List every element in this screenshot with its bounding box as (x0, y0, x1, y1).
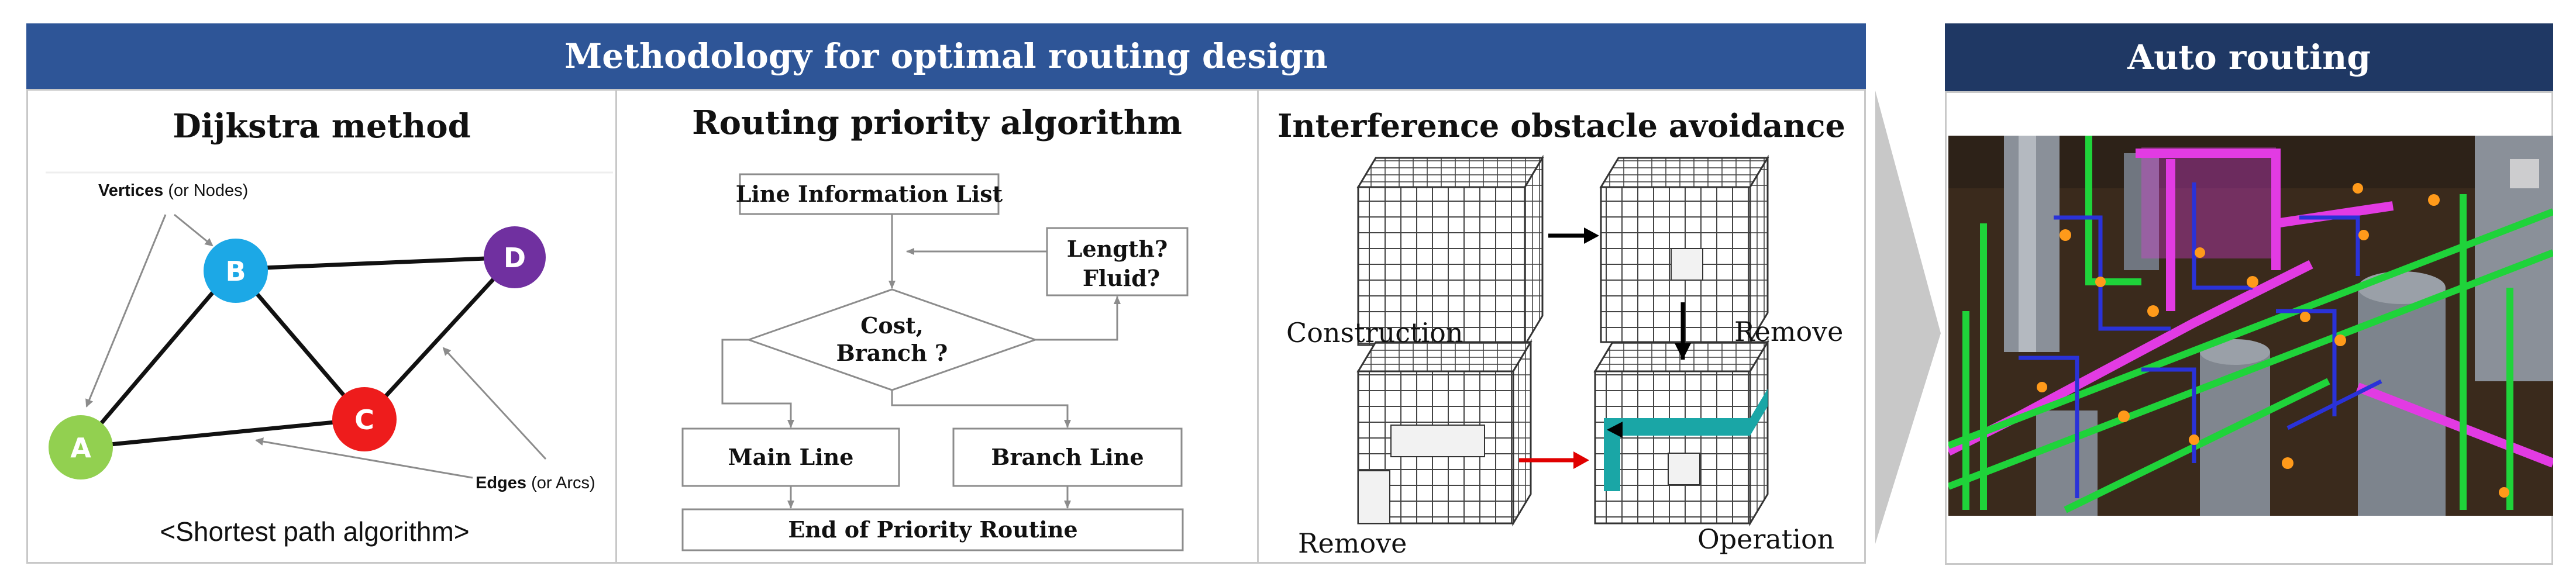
dijkstra-title: Dijkstra method (173, 107, 471, 146)
auto-routing-banner: Auto routing (1945, 23, 2553, 91)
dijkstra-panel: Dijkstra method A B C D Vertices (or Nod… (26, 89, 617, 564)
voxel-cubes: Construction Remove Remove Operation (1286, 154, 1843, 559)
line-info-label: Line Information List (736, 181, 1003, 207)
cube-remove-2 (1356, 339, 1532, 527)
node-a-label: A (70, 432, 91, 464)
node-b (204, 239, 268, 303)
operation-label: Operation (1697, 523, 1834, 555)
node-c (332, 387, 397, 451)
end-box (681, 508, 1184, 551)
edge-a-b (79, 267, 235, 449)
fluid-label: Fluid? (1083, 265, 1160, 291)
vertices-label: Vertices (98, 181, 163, 200)
edge-a-c (80, 417, 365, 450)
main-line-box (681, 427, 900, 487)
interference-title: Interference obstacle avoidance (1277, 107, 1845, 144)
node-a (49, 415, 113, 479)
cube-remove-1 (1599, 154, 1769, 346)
priority-flowchart: Line Information List Length? Fluid? Cos… (681, 173, 1189, 551)
flow-chevron (1875, 91, 1941, 544)
length-fluid-box (1046, 227, 1189, 296)
dijkstra-graph: A B C D Vertices (or Nodes) Edges (or Ar… (46, 171, 613, 547)
line-info-box (739, 173, 1000, 215)
svg-text:Vertices (or Nodes): Vertices (or Nodes) (98, 181, 248, 200)
remove-label-1: Remove (1734, 316, 1843, 347)
remove-label-2: Remove (1298, 527, 1407, 559)
construction-label: Construction (1286, 317, 1463, 349)
methodology-banner: Methodology for optimal routing design (26, 23, 1866, 89)
node-d-label: D (504, 242, 526, 274)
edges-alt-label: (or Arcs) (526, 474, 595, 492)
length-label: Length? (1067, 236, 1168, 262)
node-b-label: B (225, 256, 246, 287)
auto-routing-panel (1945, 91, 2553, 565)
cube-construction (1356, 154, 1544, 349)
dijkstra-caption: <Shortest path algorithm> (160, 516, 469, 547)
vertices-alt-label: (or Nodes) (163, 181, 248, 200)
decision-branch-label: Branch ? (836, 340, 948, 366)
main-line-label: Main Line (728, 444, 854, 470)
edge-b-d (235, 255, 514, 271)
end-label: End of Priority Routine (788, 516, 1077, 543)
priority-panel: Routing priority algorithm Line Informat… (615, 89, 1259, 564)
edges-label: Edges (476, 474, 526, 492)
teal-route-horizontal (1604, 418, 1750, 436)
priority-title: Routing priority algorithm (692, 104, 1182, 142)
svg-text:Edges (or Arcs): Edges (or Arcs) (476, 474, 595, 492)
branch-line-box (952, 427, 1183, 487)
node-c-label: C (354, 404, 374, 436)
decision-cost-label: Cost, (860, 312, 924, 339)
plant-3d-model-image (1948, 136, 2553, 516)
interference-panel: Interference obstacle avoidance (1257, 89, 1866, 564)
node-d (484, 226, 546, 288)
branch-line-label: Branch Line (991, 444, 1144, 470)
edge-c-d (363, 256, 515, 421)
